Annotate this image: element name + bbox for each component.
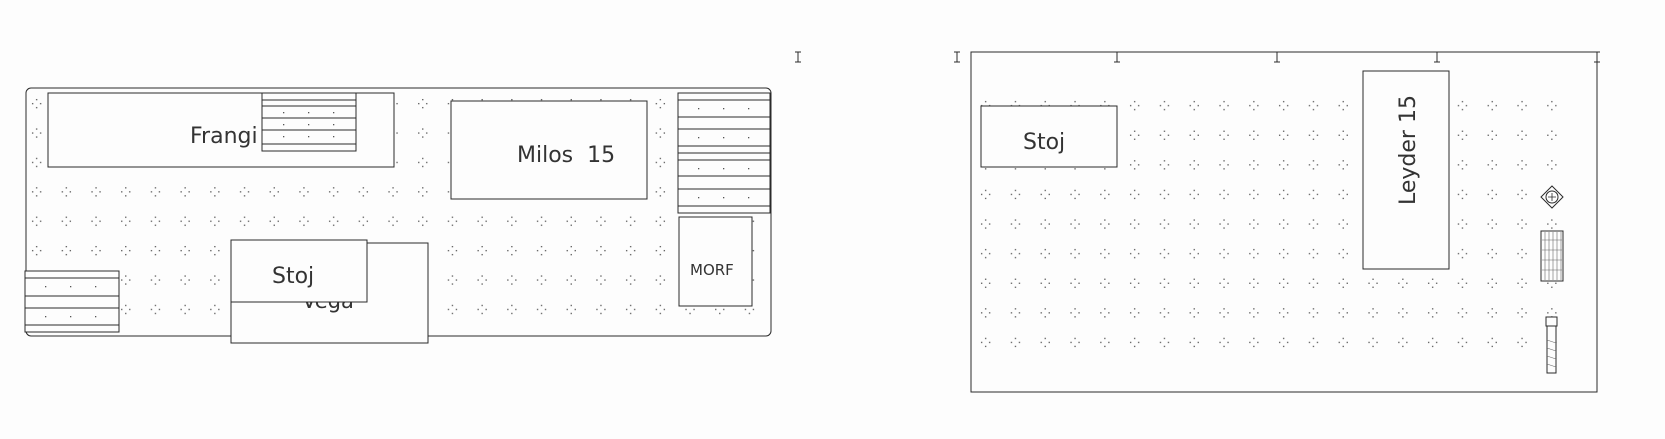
left-panel: Frangi 15 Milos 15 xyxy=(24,51,801,344)
grille-icon xyxy=(1540,230,1564,282)
left-tick-mark xyxy=(795,51,801,63)
leyder-label: Leyder 15 xyxy=(1396,95,1421,205)
pallet-top-left[interactable] xyxy=(261,92,357,152)
milos-block[interactable]: Milos 15 xyxy=(450,100,648,200)
morf-block[interactable]: MORF xyxy=(678,216,753,307)
stoj-block-left[interactable]: Stoj xyxy=(230,239,368,303)
stoj-label-right: Stoj xyxy=(1023,130,1065,155)
right-panel-outline xyxy=(970,51,1598,393)
stoj-block-right[interactable]: Stoj xyxy=(980,105,1118,168)
right-ruler-ticks xyxy=(954,51,1600,63)
milos-label: Milos 15 xyxy=(517,143,615,168)
bolt-badge-icon xyxy=(1540,185,1564,209)
morf-label: MORF xyxy=(690,261,734,279)
stoj-label-left: Stoj xyxy=(272,264,314,289)
pallet-bottom-left[interactable] xyxy=(24,270,120,333)
pallet-stack-right[interactable] xyxy=(677,92,771,214)
right-panel: Stoj Leyder 15 xyxy=(954,51,1600,393)
screw-icon xyxy=(1545,316,1558,374)
leyder-block[interactable]: Leyder 15 xyxy=(1362,70,1450,270)
